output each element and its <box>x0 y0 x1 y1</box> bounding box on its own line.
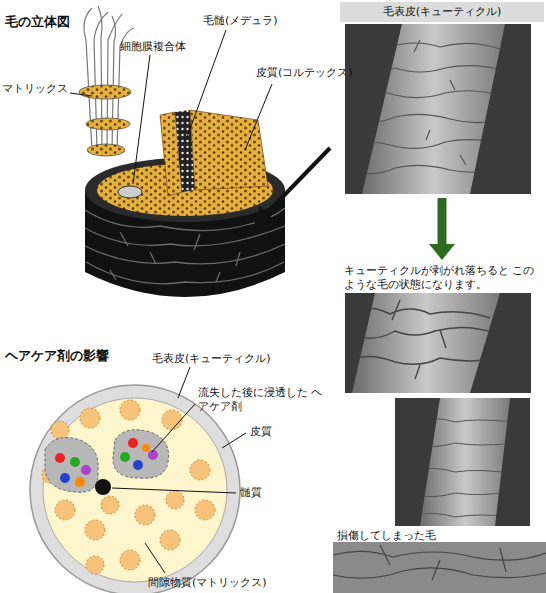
leader-lines <box>70 30 272 184</box>
part-label: 毛の立体図 <box>5 14 70 30</box>
part-label: 毛髄(メデュラ) <box>203 14 278 28</box>
part-label: ヘアケア剤の影響 <box>5 348 109 364</box>
pointer-arrow <box>254 148 330 226</box>
micrograph <box>333 24 546 593</box>
part-label: 皮質(コルテックス) <box>256 66 353 80</box>
cross-section <box>30 385 240 593</box>
panel-heading: キューティクルが剥がれ落ちると このような毛の状態になります。 <box>340 262 544 295</box>
photo-panel: 毛表皮(キューティクル) <box>340 2 544 195</box>
part-label: 皮質 <box>250 425 272 439</box>
photo-panel: キューティクルが剥がれ落ちると このような毛の状態になります。 <box>340 262 544 527</box>
panel-heading: 損傷してしまった毛 <box>333 527 546 545</box>
photo-panel: 損傷してしまった毛 <box>333 527 546 593</box>
flow-arrow <box>429 198 455 260</box>
part-label: 流失した後に浸透した ヘアケア剤 <box>198 386 323 414</box>
panel-heading: 毛表皮(キューティクル) <box>340 2 544 22</box>
part-label: 細胞膜複合体 <box>120 40 186 54</box>
part-label: マトリックス <box>2 82 68 96</box>
part-label: 髄質 <box>240 486 262 500</box>
hair-3d-figure <box>79 6 285 297</box>
part-label: 間隙物質(マトリックス) <box>148 576 267 590</box>
part-label: 毛表皮(キューティクル) <box>152 352 271 366</box>
